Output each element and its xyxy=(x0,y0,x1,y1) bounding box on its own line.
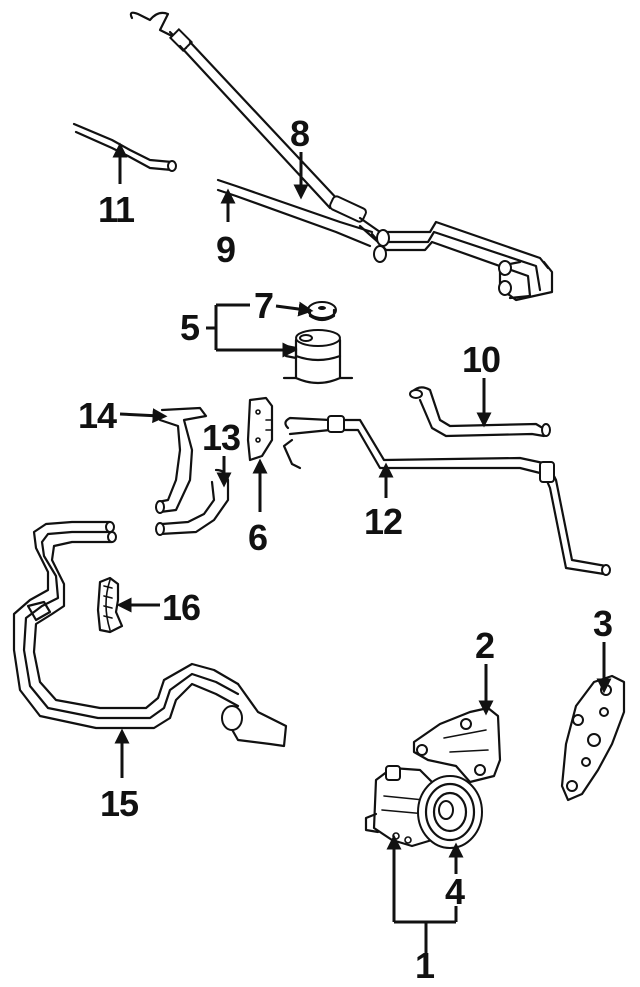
callout-10: 10 xyxy=(462,339,500,380)
part-10-return-hose xyxy=(409,386,551,438)
part-6-bracket xyxy=(246,396,274,462)
callout-8: 8 xyxy=(290,113,309,154)
callout-2: 2 xyxy=(475,625,494,666)
callout-7: 7 xyxy=(254,285,273,326)
part-5-reservoir xyxy=(282,329,354,385)
callout-14: 14 xyxy=(78,395,117,436)
part-12-pressure-line xyxy=(282,415,611,576)
callout-6: 6 xyxy=(248,517,267,558)
callout-13: 13 xyxy=(202,417,240,458)
callout-11: 11 xyxy=(98,189,135,230)
part-16-clamp xyxy=(96,576,124,634)
callout-3: 3 xyxy=(593,603,612,644)
part-14-hose xyxy=(155,406,208,514)
part-3-mounting-plate xyxy=(560,674,626,802)
callout-12: 12 xyxy=(364,501,402,542)
part-15-cooler-lines xyxy=(12,520,288,748)
callout-4: 4 xyxy=(445,871,465,912)
part-7-reservoir-cap xyxy=(307,301,337,322)
callout-numbers: 1 2 3 4 5 6 7 8 9 10 11 12 13 14 15 16 xyxy=(78,113,613,986)
callout-9: 9 xyxy=(216,229,235,270)
callout-1: 1 xyxy=(415,945,435,986)
leader-lines xyxy=(112,142,612,968)
part-4-pump-pulley xyxy=(417,775,483,849)
callout-15: 15 xyxy=(100,783,139,824)
callout-16: 16 xyxy=(162,587,200,628)
part-11-hose xyxy=(72,122,177,172)
callout-5: 5 xyxy=(180,307,200,348)
part-8-pressure-hose xyxy=(129,11,554,302)
part-13-hose xyxy=(155,468,230,536)
part-2-pump-bracket xyxy=(412,706,502,784)
